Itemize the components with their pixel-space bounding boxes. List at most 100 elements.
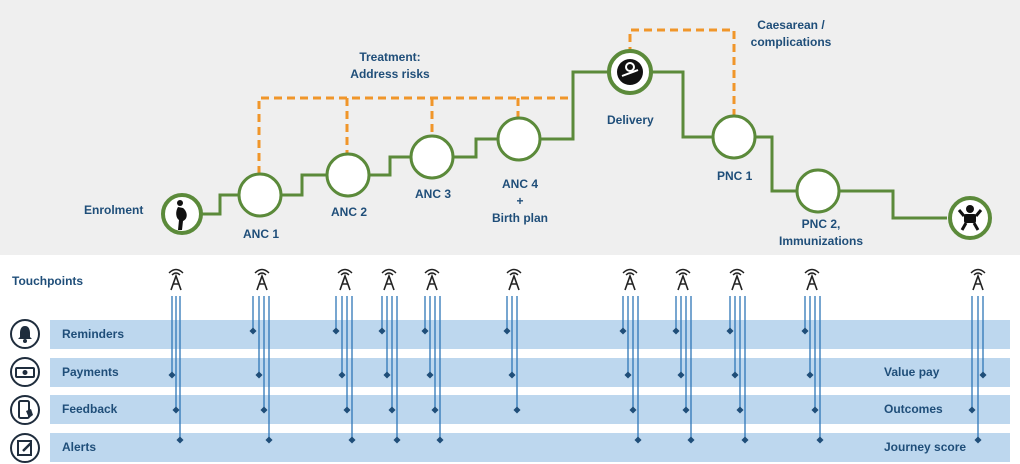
touchpoint-marker (741, 436, 749, 444)
signal-tower-icon (804, 268, 820, 291)
journey-score-label: Journey score (884, 440, 967, 454)
touchpoint-marker (629, 406, 637, 414)
enrolment-node (161, 193, 203, 235)
anc4-label: ANC 4 + Birth plan (488, 176, 552, 227)
end-node (948, 196, 992, 240)
pregnant-woman-icon (176, 200, 187, 230)
enrolment-label: Enrolment (84, 203, 144, 217)
signal-tower-icon (168, 268, 184, 291)
touchpoint-marker (378, 327, 386, 335)
touchpoint-marker (426, 371, 434, 379)
outcomes-label: Outcomes (884, 402, 943, 416)
treatment-label-line1: Treatment: (359, 50, 421, 64)
bell-icon (10, 319, 40, 349)
anc4-node (496, 116, 542, 162)
anc2-label: ANC 2 (331, 205, 368, 219)
treatment-label-line2: Address risks (350, 67, 430, 81)
touchpoint-marker (383, 371, 391, 379)
pnc2-label: PNC 2, Immunizations (775, 216, 867, 250)
touchpoint-marker (332, 327, 340, 335)
treatment-label: Treatment: Address risks (350, 49, 430, 83)
touchpoint-marker (736, 406, 744, 414)
touchpoint-marker (974, 436, 982, 444)
signal-tower-icon (254, 268, 270, 291)
alerts-label: Alerts (62, 440, 97, 454)
signal-tower-icon (337, 268, 353, 291)
payments-lane (50, 358, 1010, 387)
payments-label: Payments (62, 365, 119, 379)
touchpoint-marker (172, 406, 180, 414)
delivery-node (607, 49, 653, 95)
treatment-bracket (257, 96, 570, 174)
touchpoint-marker (388, 406, 396, 414)
newborn-baby-icon (617, 59, 643, 85)
caesarean-label-line1: Caesarean / (757, 18, 825, 32)
signal-tower-icon (424, 268, 440, 291)
reminders-label: Reminders (62, 327, 125, 341)
signal-tower-icon (675, 268, 691, 291)
touchpoint-marker (619, 327, 627, 335)
touchpoint-marker (393, 436, 401, 444)
signal-tower-icon (381, 268, 397, 291)
touchpoint-marker (682, 406, 690, 414)
touchpoint-marker (338, 371, 346, 379)
touchpoint-marker (249, 327, 257, 335)
touchpoint-marker (677, 371, 685, 379)
touchpoint-marker (672, 327, 680, 335)
pnc2-label-line1: PNC 2, (801, 217, 841, 231)
anc4-label-line2: + (516, 194, 524, 208)
journey-path (201, 70, 947, 220)
phone-touch-icon (10, 395, 40, 425)
touchpoint-marker (508, 371, 516, 379)
touchpoint-marker (513, 406, 521, 414)
edit-note-icon (10, 433, 40, 463)
touchpoint-marker (343, 406, 351, 414)
cash-icon (10, 357, 40, 387)
touchpoint-marker (811, 406, 819, 414)
signal-tower-icon (729, 268, 745, 291)
alerts-lane (50, 433, 1010, 462)
feedback-lane (50, 395, 1010, 424)
caesarean-label-line2: complications (750, 35, 832, 49)
anc3-node (409, 134, 455, 180)
touchpoint-marker (726, 327, 734, 335)
touchpoint-marker (634, 436, 642, 444)
value-pay-label: Value pay (884, 365, 940, 379)
pnc2-node (795, 168, 841, 214)
pnc2-label-line2: Immunizations (778, 234, 863, 248)
touchpoint-marker (436, 436, 444, 444)
pnc1-label: PNC 1 (717, 169, 753, 183)
touchpoint-marker (979, 371, 987, 379)
delivery-label: Delivery (607, 113, 654, 127)
touchpoint-marker (624, 371, 632, 379)
anc4-label-line3: Birth plan (492, 211, 548, 225)
touchpoint-marker (265, 436, 273, 444)
reminders-lane (50, 320, 1010, 349)
anc2-node (325, 152, 371, 198)
child-icon (957, 205, 983, 231)
touchpoints-label: Touchpoints (12, 274, 84, 288)
caesarean-bracket (628, 28, 736, 115)
signal-tower-icon (506, 268, 522, 291)
anc1-node (237, 172, 283, 218)
touchpoint-marker (255, 371, 263, 379)
touchpoint-marker (801, 327, 809, 335)
touchpoint-marker (176, 436, 184, 444)
touchpoint-marker (968, 406, 976, 414)
anc4-label-line1: ANC 4 (501, 177, 538, 191)
signal-tower-icon (622, 268, 638, 291)
touchpoint-marker (421, 327, 429, 335)
caesarean-label: Caesarean / complications (746, 17, 836, 51)
touchpoint-marker (431, 406, 439, 414)
signal-tower-icon (970, 268, 986, 291)
touchpoint-marker (806, 371, 814, 379)
pnc1-node (711, 114, 757, 160)
touchpoint-marker (687, 436, 695, 444)
touchpoint-marker (816, 436, 824, 444)
touchpoint-marker (348, 436, 356, 444)
anc3-label: ANC 3 (415, 187, 452, 201)
touchpoint-marker (168, 371, 176, 379)
anc1-label: ANC 1 (243, 227, 280, 241)
